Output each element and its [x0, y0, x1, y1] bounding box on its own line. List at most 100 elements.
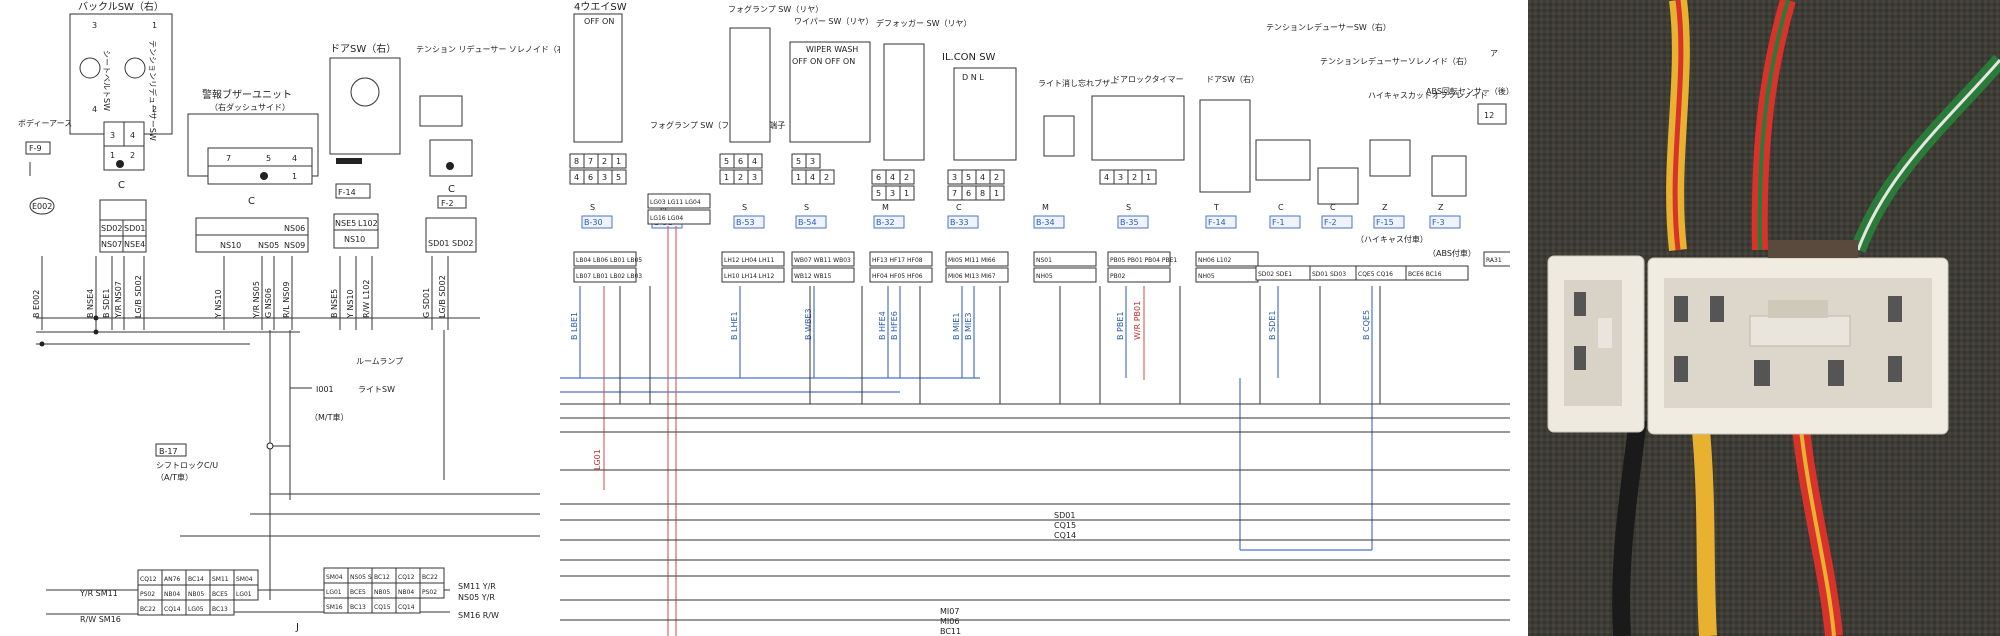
- blue-wire-label: B LBE1: [570, 312, 579, 340]
- pin-cell: [747, 169, 763, 185]
- connector-code-box: [733, 215, 765, 229]
- door-sw-title: ドアSW（右）: [330, 42, 396, 55]
- terminal-block-label: MI05 MI11 MI66: [948, 257, 996, 264]
- seatbelt-switch-icon: [79, 57, 101, 79]
- buckle-pin-1: 1: [152, 21, 157, 30]
- pin-type-label: S: [590, 203, 595, 212]
- buzzer-pin-4: 4: [292, 154, 297, 163]
- connector-code-box: [1321, 215, 1353, 229]
- sol-sd02: SD02: [452, 239, 473, 248]
- pin-type-label: S: [1126, 203, 1131, 212]
- conn-pin-4: 4: [130, 131, 135, 140]
- door-connector: [333, 213, 379, 249]
- bus-cq15: CQ15: [1054, 521, 1076, 530]
- grid-cell-label: SM04: [236, 576, 253, 583]
- abs-sensor-title: ABS回転センサー（後）: [1426, 86, 1510, 96]
- buzzer-pin-7: 7: [226, 154, 231, 163]
- blue-wire-label: B HFE6: [890, 311, 899, 340]
- i001-label: I001: [316, 385, 334, 394]
- defogger-table: [883, 43, 925, 161]
- light-buzzer-title: ライト消し忘れブザー: [1038, 78, 1118, 88]
- blue-wire-label: B WBE3: [804, 308, 813, 340]
- wiring-diagram-left: バックルSW（右） 3 1 4 2 シートベルトSW テンションリデューサーSW…: [0, 0, 560, 636]
- pin-number: 2: [602, 157, 607, 166]
- grid-cell-label: AN76: [164, 576, 180, 583]
- pin-cell: [805, 153, 821, 169]
- connector-code: B-32: [876, 218, 895, 227]
- blue-wire-label: B CQE5: [1362, 310, 1371, 340]
- yellow-wire-bottom: [1691, 419, 1717, 636]
- terminal-block-label: HF13 HF17 HF08: [872, 257, 923, 264]
- buckle-pin-3: 3: [92, 21, 97, 30]
- hicas-title: ハイキャスカットオフソレノイド: [1368, 91, 1488, 100]
- hicas-opt: （ハイキャス付車）: [1356, 234, 1428, 244]
- abs-opt: （ABS付車）: [1428, 248, 1476, 258]
- buzzer-unit-title: 警報ブザーユニット: [202, 88, 292, 101]
- pin-number: 7: [588, 157, 593, 166]
- pin-number: 6: [588, 173, 593, 182]
- sw4way-offon: OFF ON: [584, 17, 614, 26]
- grid-cell-label: BC13: [212, 606, 228, 613]
- pin-cell: [899, 169, 915, 185]
- left-junction: [93, 329, 99, 335]
- ns05b-label: NS05 Y/R: [458, 593, 495, 602]
- terminal-block-label: PB05 PB01 PB04 PBE1: [1110, 257, 1177, 264]
- pin-number: 4: [810, 173, 815, 182]
- pin-type-label: C: [956, 203, 962, 212]
- left-wire-label: B E002: [32, 290, 41, 318]
- pin-number: 5: [966, 173, 971, 182]
- terminal-block: [721, 267, 785, 283]
- hicas-box: [1369, 139, 1411, 177]
- terminal-block: [791, 251, 855, 267]
- buckle-pin-4: 4: [92, 105, 97, 114]
- pin-number: 2: [738, 173, 743, 182]
- buzzer-ns06: NS06: [284, 224, 305, 233]
- grid-cell: [209, 599, 235, 616]
- door-sw-r-box: [1199, 99, 1251, 193]
- abs-cable-label: 12: [1484, 111, 1494, 120]
- pin-number: 4: [574, 173, 579, 182]
- left-junction: [93, 315, 99, 321]
- connector-code: F-3: [1432, 218, 1445, 227]
- grid-cell: [419, 582, 445, 599]
- wiper-head: WIPER WASH: [806, 45, 858, 54]
- left-wire-label: R/L NS09: [282, 282, 291, 319]
- terminal-block-label: WB07 WB11 WB03: [794, 257, 851, 264]
- grid-cell-label: LG05: [188, 606, 204, 613]
- terminal-block-label: NH05: [1198, 273, 1215, 280]
- connector-code-box: [1373, 215, 1405, 229]
- connector-code-box: [1429, 215, 1461, 229]
- terminal-block-label: BCE6 BC16: [1408, 271, 1442, 278]
- grid-cell-label: NB05: [374, 589, 390, 596]
- pin-type-label: S: [804, 203, 809, 212]
- light-sw-label: ライトSW: [358, 385, 395, 394]
- pin-cell: [899, 185, 915, 201]
- wiper-offon: OFF ON OFF ON: [792, 57, 855, 66]
- mid-conn-sd01: SD01: [124, 224, 145, 233]
- terminal-block: [1033, 251, 1097, 267]
- mid-conn-nse4: NSE4: [124, 240, 145, 249]
- tension-switch-icon: [124, 57, 146, 79]
- terminal-block: [869, 267, 933, 283]
- terminal-block: [945, 251, 1009, 267]
- pin-type-label: S: [742, 203, 747, 212]
- pin-number: 3: [890, 189, 895, 198]
- mid-conn-ns07: NS07: [101, 240, 122, 249]
- grid-cell-label: NS05 SM11: [350, 574, 385, 581]
- connector-photo: [1528, 0, 2000, 636]
- abs-sensor-box: [1431, 155, 1467, 197]
- pin-type-label: M: [882, 203, 889, 212]
- body-earth-label: ボディーアース: [18, 118, 72, 128]
- connector-code-box: [1033, 215, 1065, 229]
- pin-type-label: M: [1042, 203, 1049, 212]
- room-lamp-label: ルームランプ: [356, 357, 403, 366]
- left-wire-label: G SD01: [422, 288, 431, 318]
- pin-number: 4: [980, 173, 985, 182]
- left-wire-label: Y NS10: [214, 289, 223, 319]
- connector-code: B-33: [950, 218, 969, 227]
- buckle-sw-title: バックルSW（右）: [78, 0, 164, 13]
- grid-cell-label: PS02: [140, 591, 155, 598]
- sw4way-table: [573, 13, 623, 143]
- connector-code: B-54: [798, 218, 817, 227]
